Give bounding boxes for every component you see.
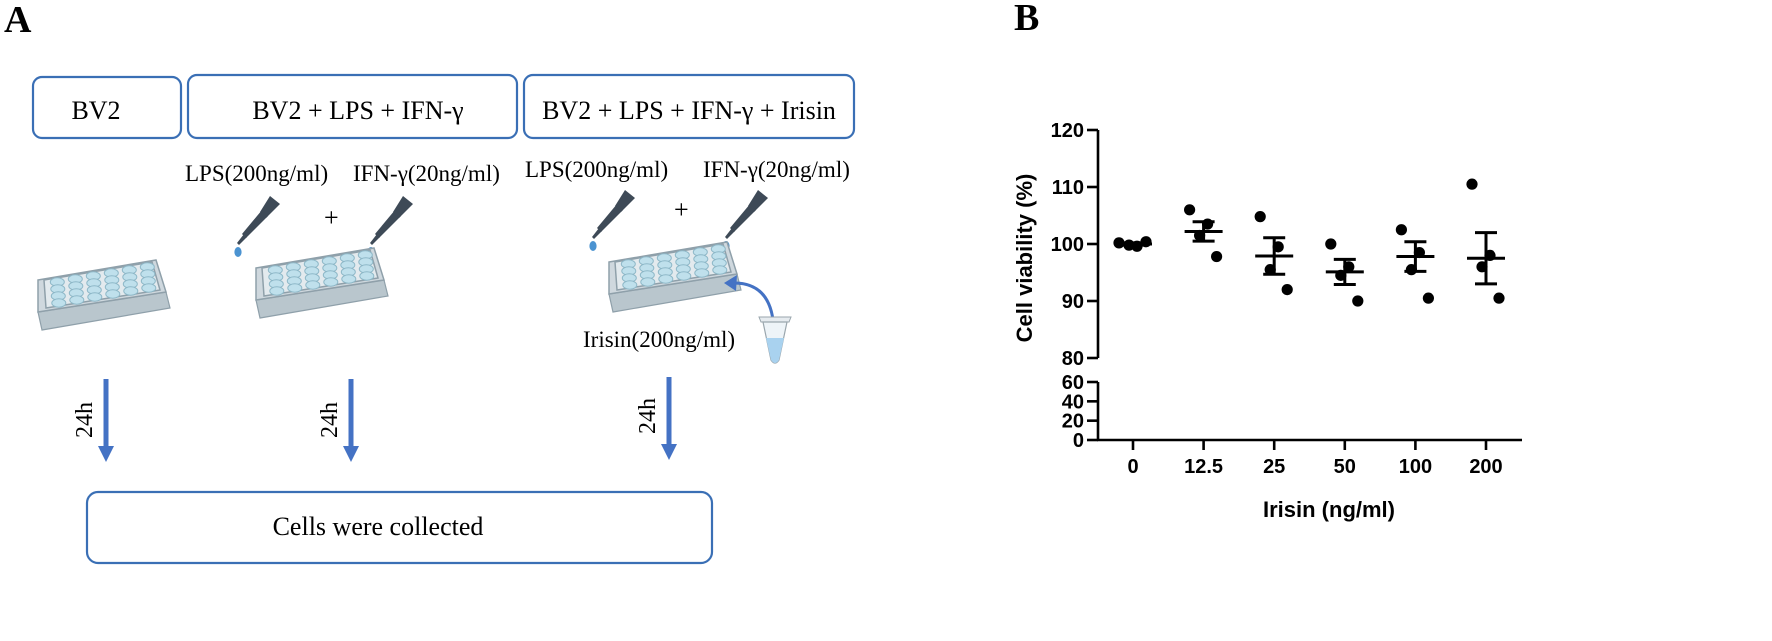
lps-label-group2: LPS(200ng/ml) (185, 161, 328, 186)
data-point (1325, 238, 1337, 250)
data-point (1466, 178, 1478, 190)
time-label-24h: 24h (635, 398, 661, 434)
data-point (1113, 237, 1125, 249)
well (141, 283, 157, 293)
y-tick-label: 120 (1051, 120, 1084, 142)
y-tick-label: 20 (1062, 411, 1084, 433)
time-label-24h: 24h (72, 402, 98, 438)
data-point (1335, 269, 1347, 281)
well (640, 277, 656, 287)
x-axis-label: Irisin (ng/ml) (1263, 497, 1395, 522)
data-point (1123, 239, 1135, 251)
time-label-24h: 24h (317, 402, 343, 438)
well-plate-icon (255, 247, 389, 319)
well (359, 271, 375, 281)
data-point (1343, 261, 1355, 273)
curved-arrow-icon (733, 281, 775, 321)
well (269, 286, 285, 296)
chart-marks (1113, 178, 1505, 307)
well (305, 280, 321, 290)
data-point (1422, 292, 1434, 304)
data-point (1413, 246, 1425, 259)
data-point (1184, 204, 1196, 216)
data-point (1395, 224, 1407, 236)
well (341, 274, 357, 284)
data-point (1272, 241, 1284, 253)
panel-a: A BV2 BV2 + LPS + IFN-γ BV2 + LPS + IFN-… (4, 0, 856, 565)
well-plate-icon (608, 241, 742, 313)
data-point (1264, 264, 1276, 276)
panel-b: B Cell viability (%) Irisin (ng/ml) 80 90… (1012, 0, 1522, 522)
ifn-label-group3: IFN-γ(20ng/ml) (703, 157, 850, 182)
x-tick-label: 12.5 (1184, 456, 1223, 478)
data-point (1476, 261, 1488, 273)
plus-sign-group3: + (674, 195, 689, 224)
well (105, 289, 121, 299)
box-lps-ifn (186, 73, 519, 140)
y-tick-label: 80 (1062, 348, 1084, 370)
box-lps-ifn-irisin-label: BV2 + LPS + IFN-γ + Irisin (542, 96, 836, 125)
box-control-label: BV2 (71, 96, 120, 125)
data-point (1211, 250, 1223, 263)
box-lps-ifn-irisin (522, 73, 856, 140)
curved-arrow-head (724, 275, 737, 291)
box-lps-ifn-label: BV2 + LPS + IFN-γ (252, 96, 463, 125)
panel-b-label: B (1014, 0, 1039, 39)
y-tick-label: 60 (1062, 372, 1084, 394)
y-tick-label: 40 (1062, 391, 1084, 413)
x-tick-label: 25 (1263, 456, 1285, 478)
well (51, 298, 67, 308)
data-point (1140, 236, 1152, 248)
data-point (1484, 249, 1496, 261)
tube-icon (758, 316, 792, 364)
data-point (1254, 211, 1266, 223)
y-tick-label: 100 (1051, 234, 1084, 256)
time-arrow-head (343, 446, 359, 462)
y-tick-label: 90 (1062, 291, 1084, 313)
well (87, 292, 103, 302)
well (694, 268, 710, 278)
data-point (1493, 292, 1505, 304)
plus-sign-group2: + (324, 203, 339, 232)
y-axis-label: Cell viability (%) (1012, 174, 1037, 343)
box-collected (85, 490, 714, 565)
y-tick-label: 110 (1052, 177, 1084, 199)
well (123, 286, 139, 296)
data-point (1352, 295, 1364, 307)
ifn-label-group2: IFN-γ(20ng/ml) (353, 161, 500, 186)
box-collected-label: Cells were collected (273, 512, 484, 541)
y-tick-label: 0 (1073, 430, 1084, 452)
well (676, 271, 692, 281)
x-tick-label: 200 (1469, 456, 1502, 478)
well (712, 265, 728, 275)
well (622, 280, 638, 290)
x-tick-label: 50 (1334, 456, 1356, 478)
well (69, 295, 85, 305)
data-point (1281, 284, 1293, 296)
lps-label-group3: LPS(200ng/ml) (525, 157, 668, 182)
dropper-icon (234, 196, 280, 257)
box-control (31, 75, 183, 140)
x-tick-label: 0 (1127, 456, 1138, 478)
x-tick-label: 100 (1399, 456, 1432, 478)
well (658, 274, 674, 284)
panel-a-label: A (4, 0, 32, 41)
irisin-label: Irisin(200ng/ml) (583, 327, 735, 352)
data-point (1194, 229, 1206, 242)
time-arrow-head (98, 446, 114, 462)
well-plate-icon (37, 259, 171, 331)
dropper-icon (589, 190, 635, 251)
dropper-icon (722, 190, 768, 251)
data-point (1202, 218, 1214, 230)
well (323, 277, 339, 287)
time-arrow-head (661, 444, 677, 460)
well (287, 283, 303, 293)
data-point (1405, 264, 1417, 276)
chart-axes (1096, 130, 1522, 442)
